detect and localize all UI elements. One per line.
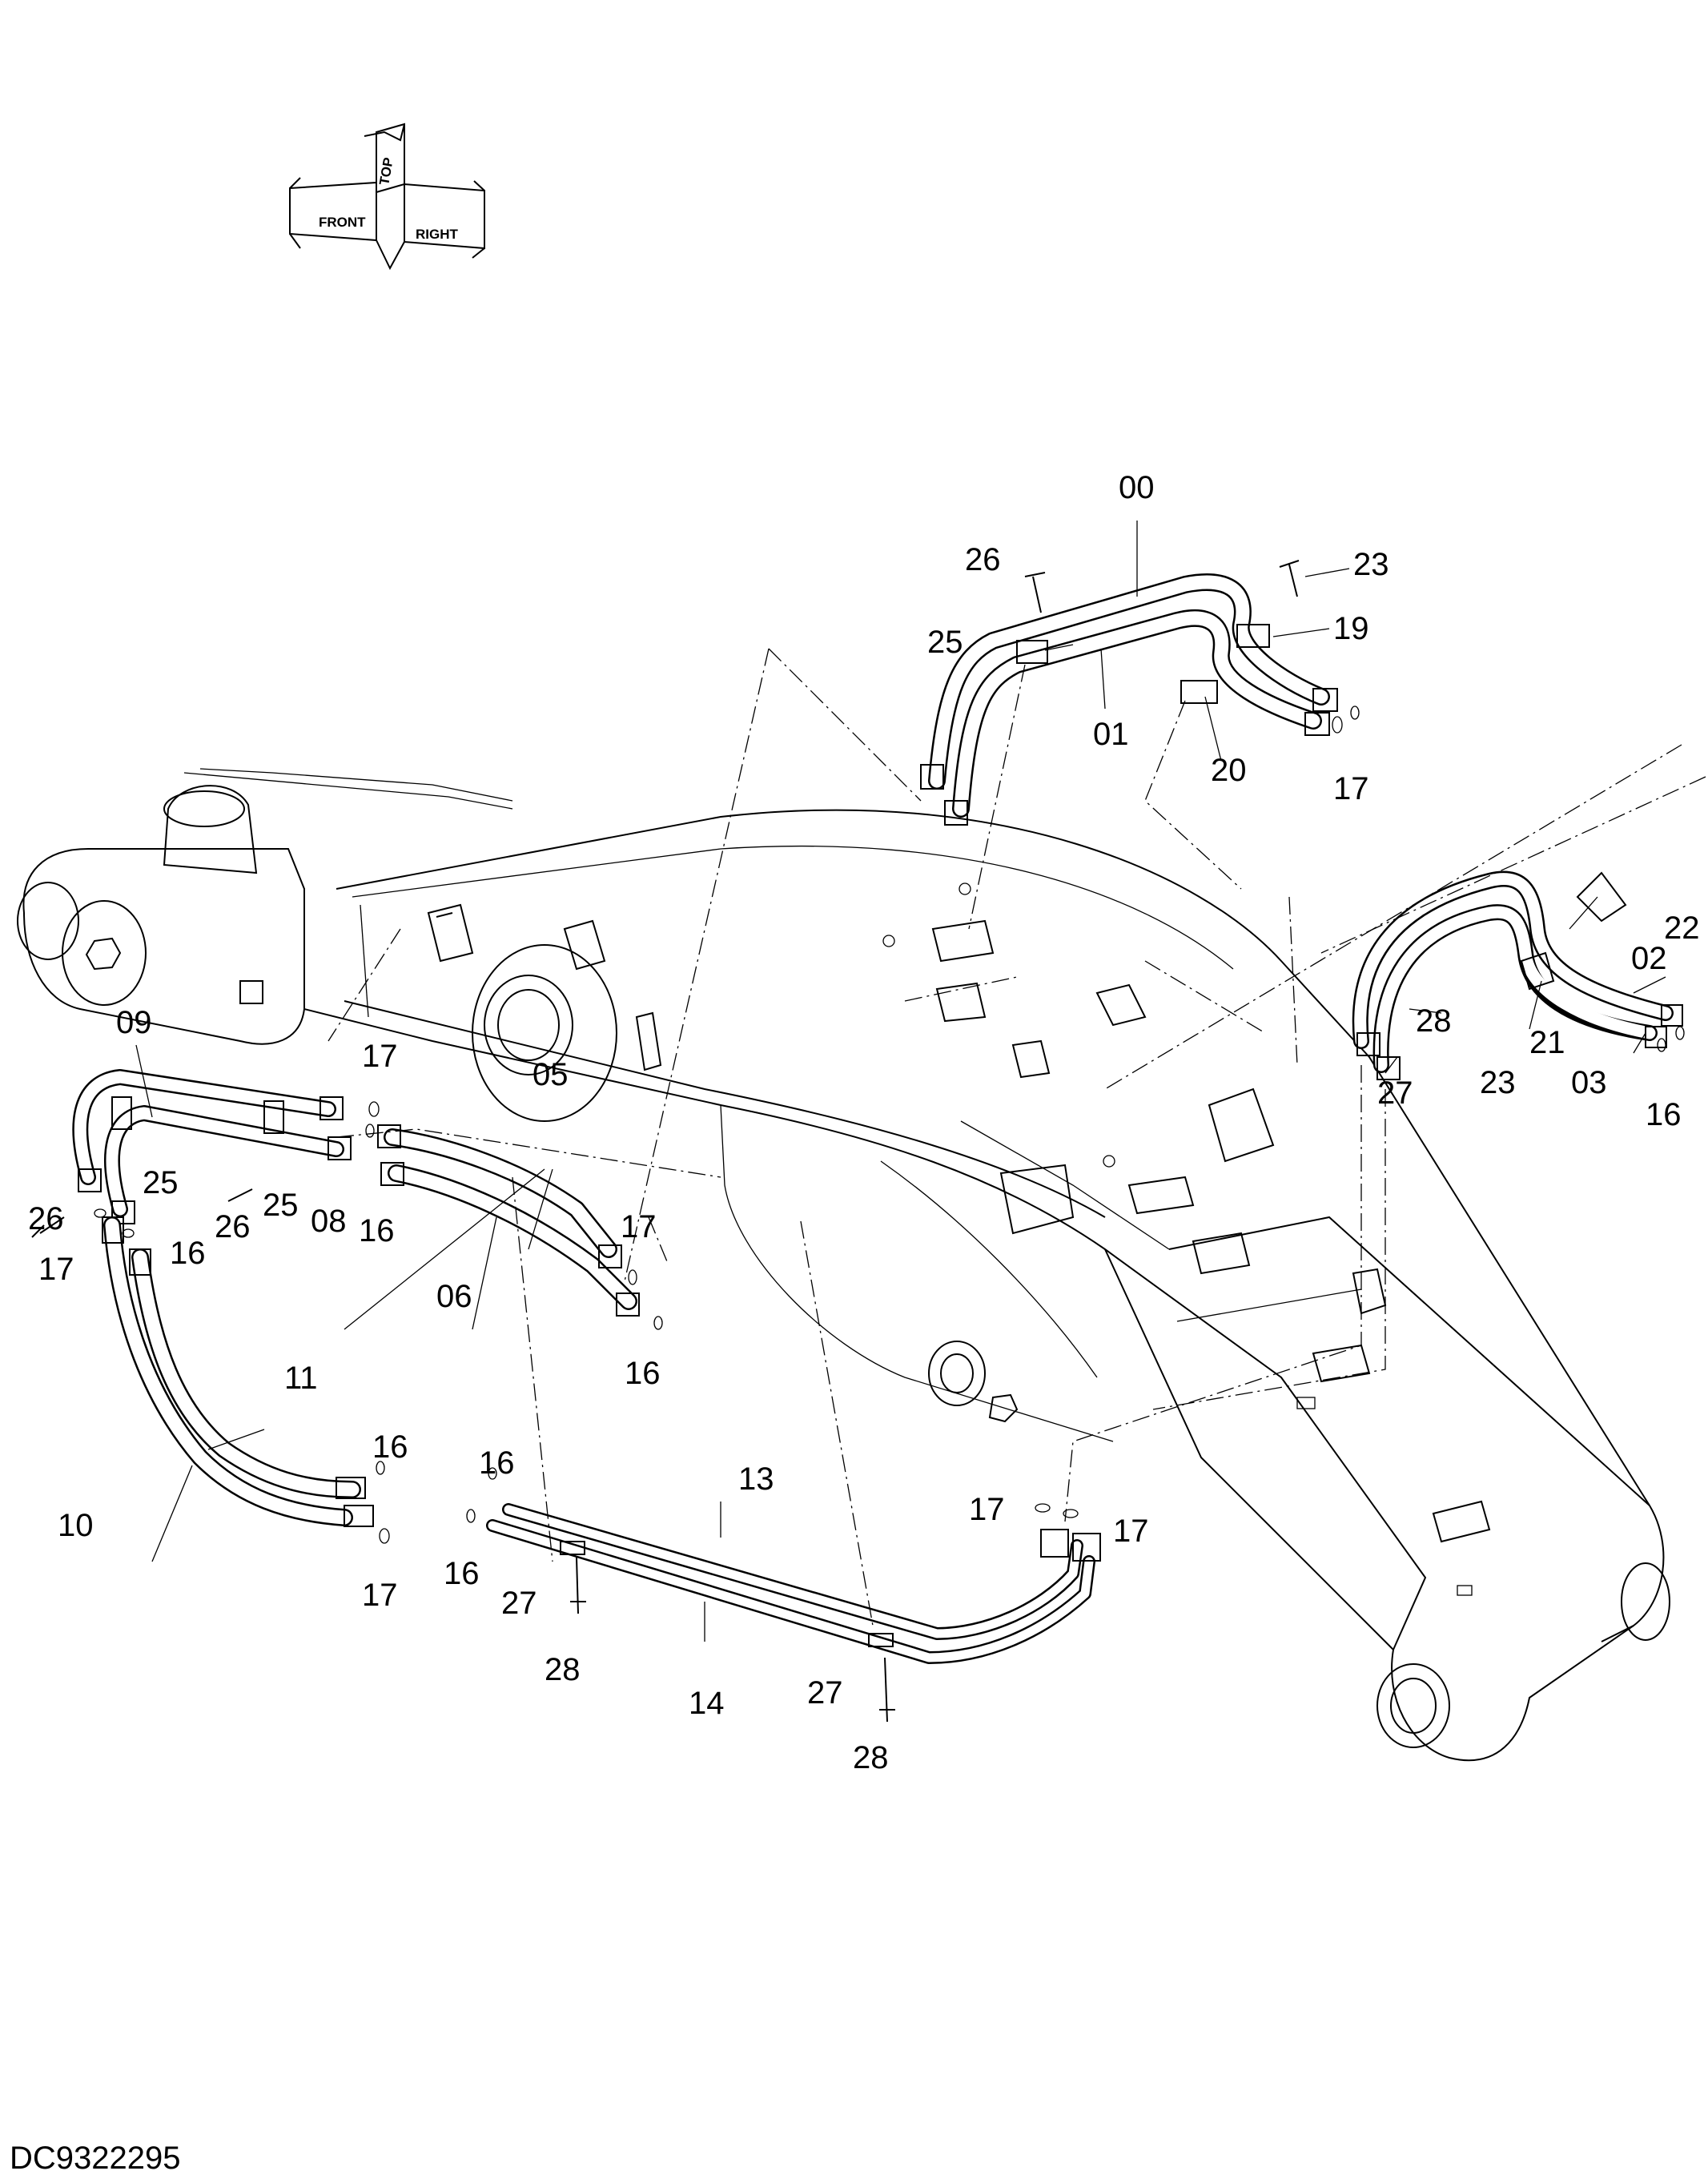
callout-27: 27 [807,1675,843,1711]
callout-16: 16 [1646,1097,1682,1132]
callout-26: 26 [215,1209,251,1244]
callout-17: 17 [362,1039,398,1074]
callout-26: 26 [28,1201,64,1236]
callout-05: 05 [532,1057,569,1092]
callout-26: 26 [965,542,1001,577]
phantom-lines [328,648,1706,1626]
callout-16: 16 [359,1213,395,1248]
orient-front-label: FRONT [319,215,366,230]
callout-17: 17 [1113,1514,1149,1549]
callout-17: 17 [621,1209,657,1244]
callout-16: 16 [170,1236,206,1271]
orient-top-label: TOP [376,156,396,186]
callout-27: 27 [1377,1075,1413,1111]
callout-23: 23 [1353,547,1389,582]
orientation-indicator: FRONT RIGHT TOP [289,123,485,271]
callout-09: 09 [116,1005,152,1040]
callout-16: 16 [372,1429,408,1465]
orient-right-label: RIGHT [416,227,459,242]
callout-25: 25 [927,625,963,660]
callout-00: 00 [1119,470,1155,505]
drawing-code: DC9322295 [10,2141,181,2176]
callout-06: 06 [436,1279,472,1314]
callout-leaders [135,521,1666,1642]
callout-17: 17 [1333,771,1369,806]
callout-16: 16 [625,1356,661,1391]
callout-27: 27 [501,1586,537,1621]
callout-23: 23 [1480,1065,1516,1100]
callout-17: 17 [362,1578,398,1613]
callout-20: 20 [1211,753,1247,788]
callout-03: 03 [1571,1065,1607,1100]
o-ring-symbols [94,706,1685,1544]
callout-01: 01 [1093,717,1129,752]
callout-11: 11 [284,1361,318,1396]
callout-08: 08 [311,1204,347,1239]
callout-25: 25 [143,1165,179,1200]
callout-16: 16 [444,1556,480,1591]
callout-17: 17 [38,1252,74,1287]
callout-28: 28 [1416,1003,1452,1039]
callout-02: 02 [1631,941,1667,976]
callout-17: 17 [969,1492,1005,1527]
callout-14: 14 [689,1686,725,1721]
callout-10: 10 [58,1508,94,1543]
callout-labels: 00 01 02 03 05 06 08 09 10 11 13 14 16 1… [28,470,1700,1775]
callout-28: 28 [853,1740,889,1775]
callout-13: 13 [738,1461,774,1497]
boom-structure [17,768,1670,1762]
callout-25: 25 [263,1188,299,1223]
callout-21: 21 [1529,1025,1565,1060]
hose-assemblies [31,560,1685,1723]
callout-19: 19 [1333,611,1369,646]
callout-22: 22 [1664,911,1700,946]
callout-16: 16 [479,1445,515,1481]
callout-28: 28 [545,1652,581,1687]
